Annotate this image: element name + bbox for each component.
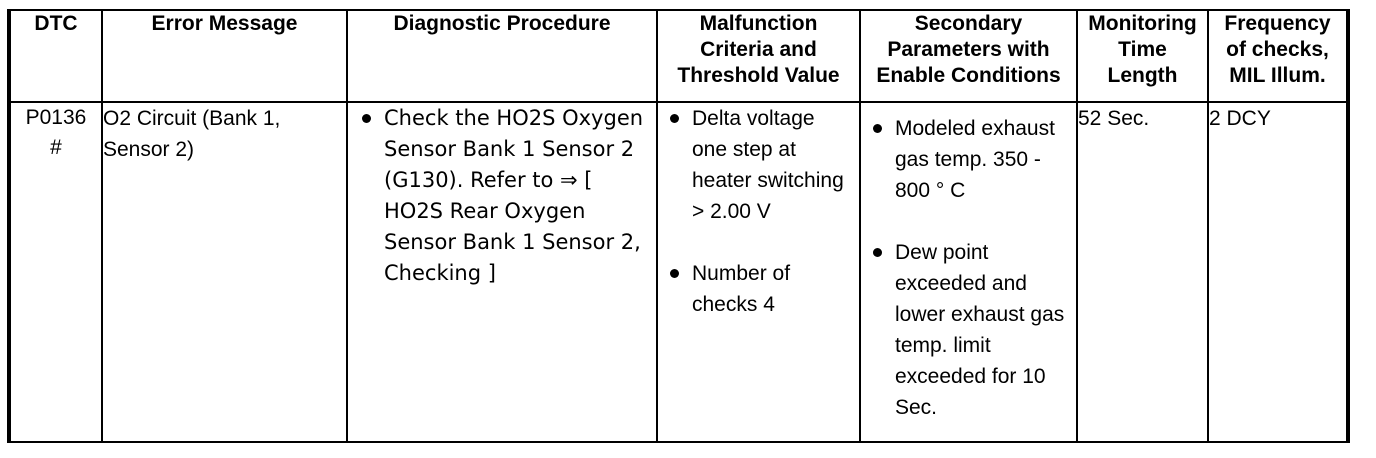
column-header-frequency-of-checks: Frequency of checks, MIL Illum. (1207, 9, 1350, 103)
column-header-frequency-line1: Frequency (1224, 12, 1331, 35)
cell-dtc: P0136 # (7, 101, 103, 443)
cell-error-message: O2 Circuit (Bank 1, Sensor 2) (101, 101, 348, 443)
column-header-diagnostic-procedure-label: Diagnostic Procedure (393, 12, 611, 35)
bullet-icon (670, 269, 679, 278)
error-message-line2: Sensor 2) (103, 138, 195, 161)
bullet-icon (362, 114, 371, 123)
table-header: DTC Error Message Diagnostic Procedure M… (7, 9, 1350, 103)
malfunction-criteria-text-1: Delta voltage one step at heater switchi… (692, 107, 844, 223)
list-item: Check the HO2S Oxygen Sensor Bank 1 Sens… (358, 103, 650, 289)
column-header-secondary-line2: Parameters with (887, 38, 1050, 61)
malfunction-criteria-text-2: Number of checks 4 (692, 262, 791, 316)
list-item: Dew point exceeded and lower exhaust gas… (869, 237, 1070, 423)
cell-monitoring-time-length: 52 Sec. (1076, 101, 1209, 443)
secondary-parameters-list: Modeled exhaust gas temp. 350 - 800 ° C … (869, 113, 1070, 423)
dtc-diagnostic-table: DTC Error Message Diagnostic Procedure M… (7, 9, 1350, 443)
column-header-malfunction-criteria: Malfunction Criteria and Threshold Value (656, 9, 861, 103)
column-header-malfunction-line3: Threshold Value (677, 64, 840, 87)
column-header-dtc-label: DTC (34, 12, 78, 35)
column-header-secondary-parameters: Secondary Parameters with Enable Conditi… (859, 9, 1078, 103)
diagnostic-procedure-list: Check the HO2S Oxygen Sensor Bank 1 Sens… (358, 103, 650, 289)
bullet-icon (873, 248, 882, 257)
cell-frequency-of-checks: 2 DCY (1207, 101, 1350, 443)
column-header-secondary-line3: Enable Conditions (876, 64, 1061, 87)
column-header-dtc: DTC (7, 9, 103, 103)
column-header-diagnostic-procedure: Diagnostic Procedure (346, 9, 658, 103)
cell-diagnostic-procedure: Check the HO2S Oxygen Sensor Bank 1 Sens… (346, 101, 658, 443)
column-header-monitoring-line2: Time (1118, 38, 1167, 61)
dtc-code: P0136 (25, 106, 87, 129)
cell-malfunction-criteria: Delta voltage one step at heater switchi… (656, 101, 861, 443)
bullet-icon (670, 114, 679, 123)
dtc-marker: # (50, 136, 62, 159)
column-header-monitoring-time-length: Monitoring Time Length (1076, 9, 1209, 103)
column-header-malfunction-line1: Malfunction (699, 12, 818, 35)
column-header-frequency-line3: MIL Illum. (1229, 64, 1326, 87)
malfunction-criteria-list: Delta voltage one step at heater switchi… (666, 103, 853, 320)
table-body: P0136 # O2 Circuit (Bank 1, Sensor 2) Ch… (7, 101, 1350, 443)
column-header-monitoring-line3: Length (1107, 64, 1178, 87)
error-message-line1: O2 Circuit (Bank 1, (103, 107, 281, 130)
column-header-error-message: Error Message (101, 9, 348, 103)
column-header-malfunction-line2: Criteria and (700, 38, 817, 61)
table-row: P0136 # O2 Circuit (Bank 1, Sensor 2) Ch… (7, 101, 1350, 443)
diagnostic-procedure-text: Check the HO2S Oxygen Sensor Bank 1 Sens… (384, 106, 644, 285)
column-header-monitoring-line1: Monitoring (1088, 12, 1197, 35)
list-item: Number of checks 4 (666, 258, 853, 320)
column-header-frequency-line2: of checks, (1226, 38, 1329, 61)
cell-secondary-parameters: Modeled exhaust gas temp. 350 - 800 ° C … (859, 101, 1078, 443)
table-header-row: DTC Error Message Diagnostic Procedure M… (7, 9, 1350, 103)
frequency-of-checks-value: 2 DCY (1209, 107, 1271, 130)
secondary-parameters-text-1: Modeled exhaust gas temp. 350 - 800 ° C (895, 117, 1055, 202)
column-header-error-message-label: Error Message (151, 12, 298, 35)
list-item: Delta voltage one step at heater switchi… (666, 103, 853, 227)
secondary-parameters-text-2: Dew point exceeded and lower exhaust gas… (895, 241, 1065, 419)
list-item: Modeled exhaust gas temp. 350 - 800 ° C (869, 113, 1070, 206)
monitoring-time-length-value: 52 Sec. (1078, 107, 1150, 130)
bullet-icon (873, 124, 882, 133)
column-header-secondary-line1: Secondary (914, 12, 1023, 35)
